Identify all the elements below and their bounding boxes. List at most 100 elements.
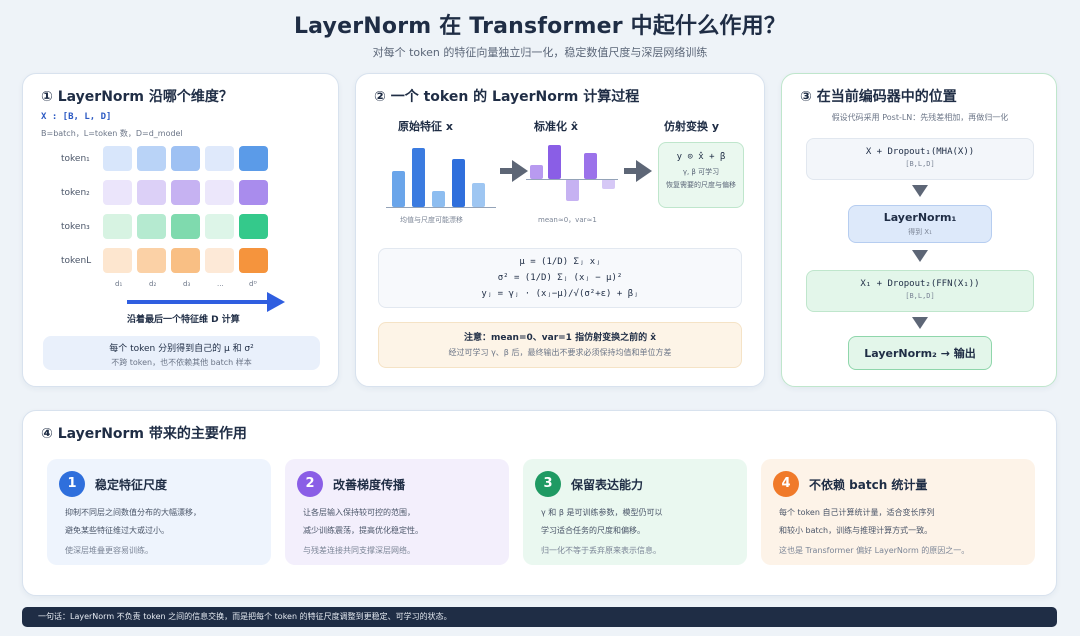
card4-title: ④ LayerNorm 带来的主要作用	[41, 426, 247, 442]
feature-cell	[171, 180, 200, 205]
normalized-title: 标准化 x̂	[534, 120, 578, 133]
header: LayerNorm 在 Transformer 中起什么作用？ 对每个 toke…	[0, 8, 1080, 60]
effect-title: 改善梯度传播	[333, 478, 406, 492]
card2-note: 注意：mean=0、var=1 指仿射变换之前的 x̂ 经过可学习 γ、β 后，…	[378, 322, 742, 368]
feature-cell	[171, 146, 200, 171]
effect-number: 1	[59, 471, 85, 497]
residual-attention-shape: [B,L,D]	[905, 160, 935, 168]
feature-cell	[137, 248, 166, 273]
tensor-shape-desc: B=batch，L=token 数，D=d_model	[41, 129, 183, 138]
effect-desc: 与残差连接共同支撑深层网络。	[303, 546, 415, 555]
normalized-bar	[548, 145, 561, 179]
layernorm1-sub: 得到 X₁	[908, 228, 932, 236]
normalized-bar	[530, 165, 543, 179]
residual-attention-box: X + Dropout₁(MHA(X)) [B,L,D]	[806, 138, 1034, 180]
effect-desc: 避免某些特征维过大或过小。	[65, 526, 169, 535]
feature-cell	[103, 146, 132, 171]
effect-desc: 减少训练震荡，提高优化稳定性。	[303, 526, 423, 535]
page-title: LayerNorm 在 Transformer 中起什么作用？	[293, 14, 787, 39]
layernorm1-box: LayerNorm₁ 得到 X₁	[848, 205, 992, 243]
feature-cell	[137, 214, 166, 239]
layernorm2-text: LayerNorm₂ → 输出	[864, 347, 976, 360]
dim-label: d₁	[115, 280, 123, 288]
layernorm1-text: LayerNorm₁	[883, 211, 957, 224]
card1-note-line1: 每个 token 分别得到自己的 μ 和 σ²	[109, 344, 254, 354]
effect-card: 1 稳定特征尺度 抑制不同层之间数值分布的大幅漂移， 避免某些特征维过大或过小。…	[47, 459, 271, 565]
feature-cell	[103, 248, 132, 273]
raw-feature-bar	[432, 190, 445, 207]
card1-title: ① LayerNorm 沿哪个维度？	[41, 89, 233, 105]
card3-desc: 假设代码采用 Post-LN：先残差相加，再做归一化	[831, 113, 1009, 122]
effect-number: 2	[297, 471, 323, 497]
raw-feature-bar	[392, 170, 405, 207]
norm-caption: mean≈0，var≈1	[538, 216, 597, 224]
dimension-arrow-label: 沿着最后一个特征维 D 计算	[127, 315, 240, 325]
feature-cell	[239, 180, 268, 205]
raw-baseline	[386, 207, 496, 208]
residual-attention-text: X + Dropout₁(MHA(X))	[865, 147, 975, 157]
layernorm2-box: LayerNorm₂ → 输出	[848, 336, 992, 370]
affine-note1: γ, β 可学习	[682, 168, 720, 176]
effect-desc: 抑制不同层之间数值分布的大幅漂移，	[65, 508, 201, 517]
effect-desc: 学习适合任务的尺度和偏移。	[541, 526, 645, 535]
arrow-down-icon	[912, 317, 928, 329]
arrow-down-icon	[912, 185, 928, 197]
feature-cell	[239, 214, 268, 239]
token-label: token₁	[61, 154, 90, 164]
feature-cell	[103, 214, 132, 239]
card3-title: ③ 在当前编码器中的位置	[800, 89, 957, 105]
effect-desc: 让各层输入保持较可控的范围，	[303, 508, 415, 517]
effect-desc: 和较小 batch，训练与推理计算方式一致。	[779, 526, 933, 535]
dim-label: d₃	[183, 280, 191, 288]
raw-caption: 均值与尺度可能漂移	[400, 216, 463, 224]
effect-number: 3	[535, 471, 561, 497]
residual-ffn-box: X₁ + Dropout₂(FFN(X₁)) [B,L,D]	[806, 270, 1034, 312]
feature-cell	[239, 146, 268, 171]
effect-number: 4	[773, 471, 799, 497]
effect-desc: 这也是 Transformer 偏好 LayerNorm 的原因之一。	[779, 546, 970, 555]
dimension-arrow-head	[267, 292, 285, 312]
token-label: tokenL	[61, 256, 92, 266]
raw-feature-title: 原始特征 x	[398, 120, 453, 133]
feature-cell	[103, 180, 132, 205]
effect-title: 保留表达能力	[571, 478, 644, 492]
effect-desc: 归一化不等于丢弃原来表示信息。	[541, 546, 661, 555]
footer-summary: 一句话：LayerNorm 不负责 token 之间的信息交换，而是把每个 to…	[22, 607, 1057, 627]
effect-desc: 每个 token 自己计算统计量，适合变长序列	[779, 508, 935, 517]
card-position: ③ 在当前编码器中的位置 假设代码采用 Post-LN：先残差相加，再做归一化 …	[781, 73, 1057, 387]
feature-cell	[205, 180, 234, 205]
token-label: token₂	[61, 188, 90, 198]
arrow-down-icon	[912, 250, 928, 262]
effect-card: 3 保留表达能力 γ 和 β 是可训练参数，模型仍可以 学习适合任务的尺度和偏移…	[523, 459, 747, 565]
effect-title: 稳定特征尺度	[95, 478, 168, 492]
page-subtitle: 对每个 token 的特征向量独立归一化，稳定数值尺度与深层网络训练	[372, 46, 708, 59]
card1-note-line2: 不跨 token，也不依赖其他 batch 样本	[111, 358, 252, 367]
normalized-bar	[566, 179, 579, 201]
card2-note-line2: 经过可学习 γ、β 后，最终输出不要求必须保持均值和单位方差	[448, 348, 672, 357]
effect-card: 4 不依赖 batch 统计量 每个 token 自己计算统计量，适合变长序列 …	[761, 459, 1035, 565]
feature-cell	[171, 248, 200, 273]
affine-title: 仿射变换 y	[664, 120, 719, 133]
norm-baseline	[526, 179, 618, 180]
affine-formula: y ⊙ x̂ + β	[676, 152, 726, 162]
affine-box: y ⊙ x̂ + β γ, β 可学习 恢复需要的尺度与偏移	[658, 142, 744, 208]
feature-cell	[205, 146, 234, 171]
feature-cell	[205, 248, 234, 273]
formula-box: μ = (1/D) Σⱼ xⱼ σ² = (1/D) Σⱼ (xⱼ − μ)² …	[378, 248, 742, 308]
raw-feature-bar	[452, 159, 465, 207]
formula-variance: σ² = (1/D) Σⱼ (xⱼ − μ)²	[497, 273, 623, 283]
effect-card: 2 改善梯度传播 让各层输入保持较可控的范围， 减少训练震荡，提高优化稳定性。 …	[285, 459, 509, 565]
card1-note: 每个 token 分别得到自己的 μ 和 σ² 不跨 token，也不依赖其他 …	[43, 336, 320, 370]
dim-label: dᴰ	[249, 280, 257, 288]
normalized-bar	[602, 179, 615, 189]
card2-title: ② 一个 token 的 LayerNorm 计算过程	[374, 89, 640, 105]
dim-label: d₂	[149, 280, 157, 288]
residual-ffn-text: X₁ + Dropout₂(FFN(X₁))	[860, 279, 980, 289]
effect-desc: 使深层堆叠更容易训练。	[65, 546, 153, 555]
effect-desc: γ 和 β 是可训练参数，模型仍可以	[541, 508, 663, 517]
tensor-shape: X : [B, L, D]	[41, 112, 112, 122]
arrow-right-icon	[624, 160, 654, 182]
feature-cell	[137, 146, 166, 171]
formula-output: yⱼ = γⱼ · (xⱼ−μ)/√(σ²+ε) + βⱼ	[481, 289, 639, 299]
residual-ffn-shape: [B,L,D]	[905, 292, 935, 300]
